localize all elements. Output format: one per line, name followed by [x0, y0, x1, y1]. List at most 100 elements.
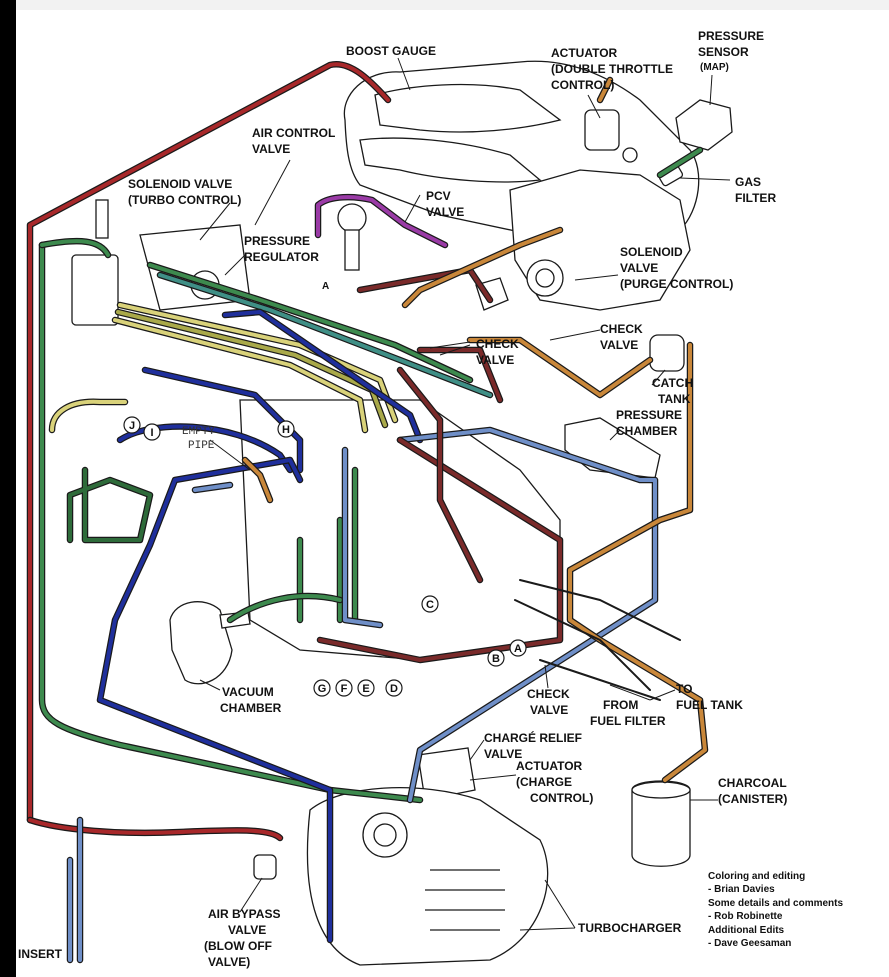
hose-orange	[598, 78, 612, 102]
credit-line: - Dave Geesaman	[708, 938, 791, 949]
pcv-valve-body	[337, 203, 367, 233]
label-from-fuel-filter-1: FROM	[603, 698, 638, 712]
solenoid-indicator	[95, 199, 109, 239]
vacuum-chamber	[169, 601, 233, 685]
label-catch-tank-2: TANK	[658, 392, 691, 406]
label-pcv-1: PCV	[426, 189, 451, 203]
hose-lightblue	[68, 483, 232, 962]
map-sensor	[675, 99, 733, 151]
manifold-runner	[374, 83, 562, 133]
port-marker-i: I	[143, 423, 161, 441]
hose-green	[228, 594, 342, 622]
label-air-control-1: AIR CONTROL	[252, 126, 335, 140]
port-marker-b: B	[487, 649, 505, 667]
credit-line: Some details and comments	[708, 898, 843, 909]
label-pcv-2: VALVE	[426, 205, 464, 219]
label-actuator-charge-3: CONTROL)	[530, 791, 593, 805]
port-markers: A B C D E F G H I J	[123, 416, 527, 697]
label-to-fuel-tank-1: TO	[676, 682, 692, 696]
hose-orange	[243, 458, 272, 502]
label-air-bypass-3: (BLOW OFF	[204, 939, 272, 953]
hose-red	[28, 818, 282, 840]
pcv-valve-stem	[344, 229, 360, 271]
hose-green	[40, 239, 110, 257]
credits: Coloring and editing - Brian Davies Some…	[708, 871, 843, 949]
hose-teal	[158, 273, 492, 397]
turbocharger	[306, 787, 549, 966]
catch-tank	[649, 334, 685, 372]
hose-blue	[143, 368, 302, 472]
label-check-valve-2a: CHECK	[600, 322, 643, 336]
hose-darkgreen	[68, 468, 152, 542]
hose-blue	[98, 458, 332, 942]
svg-text:E: E	[362, 683, 369, 695]
svg-text:J: J	[129, 420, 135, 432]
top-border	[0, 0, 889, 10]
label-pressure-sensor-3: (MAP)	[700, 62, 729, 73]
svg-text:H: H	[282, 424, 290, 436]
label-actuator-double-3: CONTROL)	[551, 78, 614, 92]
port-marker-c: C	[421, 595, 439, 613]
label-air-bypass-4: VALVE)	[208, 955, 250, 969]
label-vacuum-chamber-1: VACUUM	[222, 685, 274, 699]
label-check-valve-1a: CHECK	[476, 337, 519, 351]
port-marker-a: A	[509, 639, 527, 657]
label-check-valve-2b: VALVE	[600, 338, 638, 352]
credit-line: Coloring and editing	[708, 871, 805, 882]
turbo-housing-inner	[373, 823, 397, 847]
label-pressure-chamber-1: PRESSURE	[616, 408, 682, 422]
svg-text:G: G	[318, 683, 327, 695]
canister-top	[631, 781, 691, 799]
label-charcoal-1: CHARCOAL	[718, 776, 787, 790]
label-air-bypass-1: AIR BYPASS	[208, 907, 280, 921]
port-marker-g: G	[313, 679, 331, 697]
actuator-pivot	[622, 147, 638, 163]
hose-outline	[48, 398, 129, 434]
hose-blue	[223, 310, 422, 442]
label-check-valve-3b: VALVE	[530, 703, 568, 717]
label-marker-a: A	[322, 281, 329, 292]
label-check-valve-1b: VALVE	[476, 353, 514, 367]
actuator-double-throttle	[584, 109, 620, 151]
label-actuator-charge-2: (CHARGE	[516, 775, 572, 789]
hose-green	[658, 148, 702, 177]
charcoal-canister	[631, 780, 691, 867]
hose-green	[298, 468, 357, 622]
hoses	[26, 60, 709, 964]
manifold-runner	[359, 137, 542, 183]
solenoid-bank	[71, 254, 119, 326]
credit-line: Additional Edits	[708, 925, 785, 936]
label-pressure-regulator-1: PRESSURE	[244, 234, 310, 248]
svg-text:D: D	[390, 683, 398, 695]
hose-red	[28, 62, 390, 822]
label-solenoid-purge-2: VALVE	[620, 261, 658, 275]
label-charge-relief-1: CHARGÉ RELIEF	[484, 730, 582, 745]
svg-text:A: A	[514, 643, 522, 655]
port-marker-f: F	[335, 679, 353, 697]
hose-maroon	[398, 368, 482, 582]
label-gas-filter-1: GAS	[735, 175, 761, 189]
fuel-line	[514, 579, 681, 701]
leader-lines	[199, 57, 731, 931]
air-bypass-valve	[253, 854, 277, 880]
port-marker-d: D	[385, 679, 403, 697]
credit-line: - Brian Davies	[708, 884, 775, 895]
label-solenoid-turbo-1: SOLENOID VALVE	[128, 177, 232, 191]
turbo-fins	[425, 869, 505, 931]
label-air-bypass-2: VALVE	[228, 923, 266, 937]
label-charge-relief-2: VALVE	[484, 747, 522, 761]
hose-yellow	[50, 399, 127, 432]
hose-yellow	[113, 318, 367, 432]
labels: BOOST GAUGE ACTUATOR (DOUBLE THROTTLE CO…	[18, 29, 787, 969]
label-empty-pipe-1: EMPTY	[182, 426, 215, 438]
label-solenoid-turbo-2: (TURBO CONTROL)	[128, 193, 241, 207]
svg-text:F: F	[341, 683, 348, 695]
label-actuator-double-2: (DOUBLE THROTTLE	[551, 62, 673, 76]
label-actuator-charge-1: ACTUATOR	[516, 759, 583, 773]
actuator-charge	[417, 747, 476, 801]
svg-text:I: I	[150, 427, 153, 439]
label-pressure-sensor-1: PRESSURE	[698, 29, 764, 43]
label-catch-tank-1: CATCH	[652, 376, 693, 390]
hose-lightblue	[343, 428, 657, 802]
